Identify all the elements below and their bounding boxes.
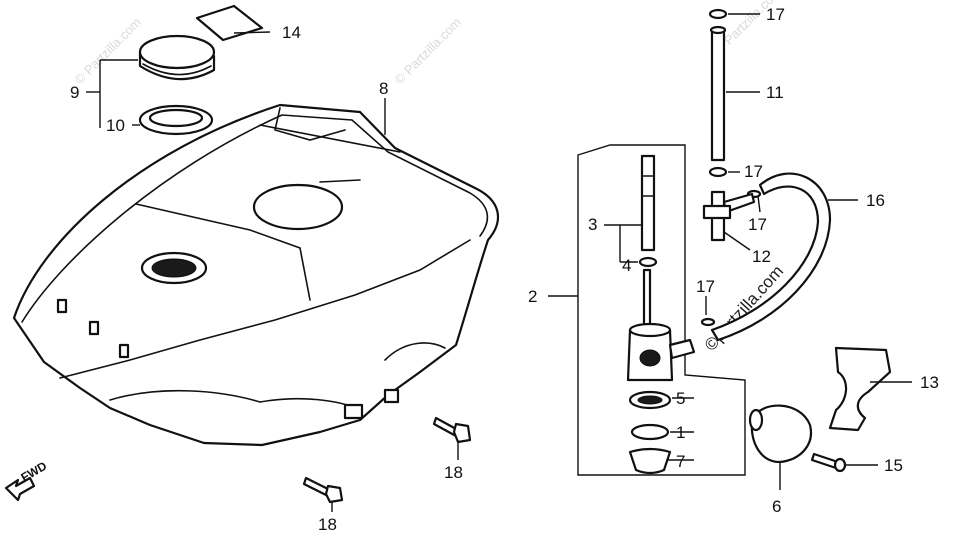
seal-5 [628, 390, 672, 410]
callout-18-left: 18 [318, 515, 337, 534]
callout-15: 15 [884, 456, 903, 475]
fwd-label: FWD [19, 459, 50, 485]
callout-9: 9 [70, 83, 79, 102]
callout-2: 2 [528, 287, 537, 306]
gasket-1 [630, 423, 670, 441]
callout-12: 12 [752, 247, 771, 266]
leader-lines [86, 13, 912, 512]
callout-5: 5 [676, 389, 685, 408]
callout-18-right: 18 [444, 463, 463, 482]
fuel-cap-9 [138, 34, 216, 81]
callout-8: 8 [379, 79, 388, 98]
knob-6 [748, 404, 813, 464]
callout-3: 3 [588, 215, 597, 234]
callout-17-cock: 17 [696, 277, 715, 296]
callout-labels: 14 9 10 8 17 11 17 17 12 16 3 4 2 17 5 1… [70, 5, 939, 534]
watermark: © Partzilla.com [72, 15, 145, 88]
sediment-cup-7 [628, 447, 672, 475]
callout-6: 6 [772, 497, 781, 516]
cock-lever-3 [640, 154, 656, 252]
callout-11: 11 [766, 83, 784, 102]
callout-17-mid: 17 [744, 162, 763, 181]
o-ring-4 [638, 256, 658, 268]
screw-15 [810, 452, 847, 473]
callout-17-low: 17 [748, 215, 767, 234]
bolt-18-left [302, 476, 344, 504]
bracket-13 [828, 346, 892, 432]
callout-17-top: 17 [766, 5, 785, 24]
callout-1: 1 [676, 423, 685, 442]
fuel-cock-body [626, 268, 696, 382]
callout-16: 16 [866, 191, 885, 210]
watermark: © Partzilla.com [392, 15, 465, 88]
fuel-cock-group-bracket [577, 144, 746, 476]
clip-17 [700, 8, 762, 327]
fuel-tank-8 [12, 103, 499, 447]
bolt-18-right [432, 416, 472, 444]
cap-gasket-10 [138, 104, 214, 136]
callout-14: 14 [282, 23, 301, 42]
callout-4: 4 [622, 256, 631, 275]
callout-13: 13 [920, 373, 939, 392]
sticker-14 [195, 4, 264, 42]
callout-7: 7 [676, 452, 685, 471]
pipe-joint-12 [702, 190, 756, 242]
forward-arrow: FWD [4, 459, 50, 502]
fuel-pipe-11 [709, 25, 727, 162]
callout-10: 10 [106, 116, 125, 135]
fuel-hose-16 [710, 172, 832, 342]
